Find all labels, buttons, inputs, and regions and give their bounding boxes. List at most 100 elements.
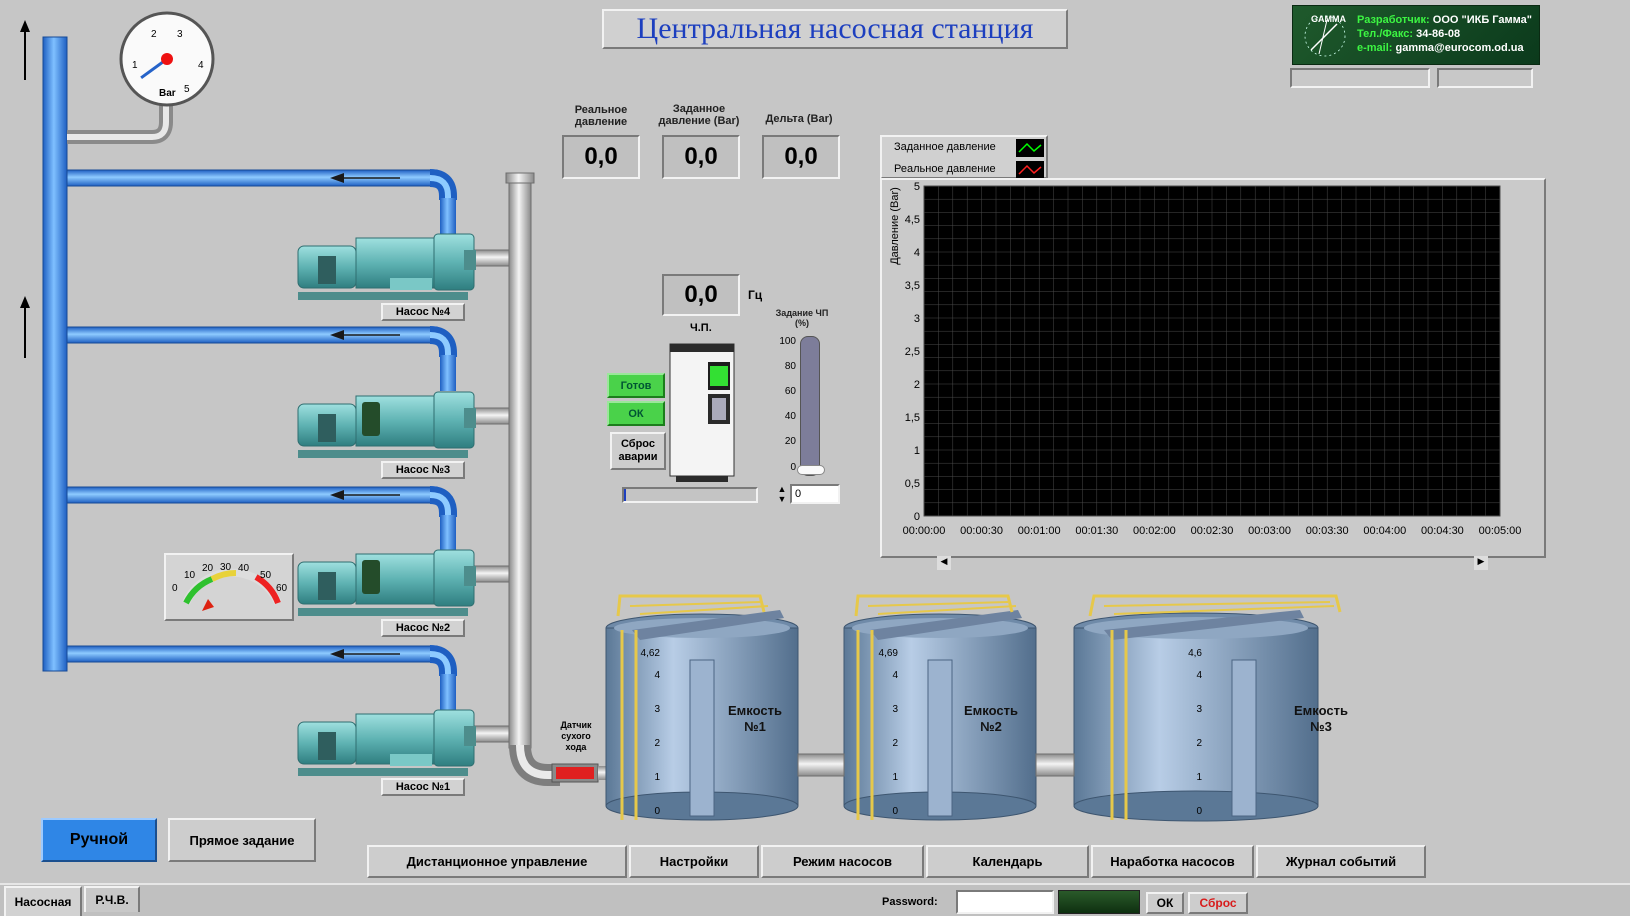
email-value: gamma@eurocom.od.ua <box>1395 42 1524 54</box>
vfd-frequency-unit: Гц <box>748 288 763 302</box>
y-tick-label: 0,5 <box>905 478 920 490</box>
gauge-tick: 4 <box>198 60 204 71</box>
x-tick-label: 00:03:00 <box>1248 525 1291 537</box>
tank-tick-label: 1 <box>654 772 660 783</box>
page-title: Центральная насосная станция <box>602 9 1068 49</box>
tank-tick-label: 3 <box>892 704 898 715</box>
x-tick-label: 00:01:30 <box>1075 525 1118 537</box>
delta-pressure-label: Дельта (Bar) <box>765 113 833 125</box>
speed-tick: 0 <box>172 583 178 594</box>
speed-meter: 0 10 20 30 40 50 60 <box>164 553 294 621</box>
phone-value: 34-86-08 <box>1416 28 1461 40</box>
vfd-ok-indicator: ОК <box>607 401 665 426</box>
x-tick-label: 00:02:00 <box>1133 525 1176 537</box>
password-input[interactable] <box>956 890 1054 914</box>
tank-tick-label: 2 <box>1196 738 1202 749</box>
tank-tick-label: 2 <box>654 738 660 749</box>
dry-run-sensor-label: Датчик сухого хода <box>560 720 592 752</box>
pump-2-icon <box>297 549 476 616</box>
slider-tick: 60 <box>784 386 796 397</box>
set-pressure-label: Заданное давление (Bar) <box>658 103 740 127</box>
slider-tick: 80 <box>784 361 796 372</box>
x-tick-label: 00:00:30 <box>960 525 1003 537</box>
nav-remote-control[interactable]: Дистанционное управление <box>367 845 627 878</box>
y-tick-label: 3,5 <box>905 280 920 292</box>
vfd-setpoint-slider[interactable] <box>797 336 825 476</box>
y-tick-label: 4 <box>914 247 920 259</box>
login-reset-button[interactable]: Сброс <box>1188 892 1248 914</box>
legend-set-pressure: Заданное давление <box>894 141 996 153</box>
tank-3-icon <box>1073 594 1342 822</box>
vfd-reset-button[interactable]: Сброс аварии <box>610 432 666 470</box>
gauge-tick: 5 <box>184 84 190 95</box>
tank-tick-label: 0 <box>892 806 898 817</box>
tab-pump-station[interactable]: Насосная <box>4 886 82 916</box>
x-tick-label: 00:00:00 <box>903 525 946 537</box>
x-tick-label: 00:01:00 <box>1018 525 1061 537</box>
status-field-2 <box>1437 68 1533 88</box>
x-tick-label: 00:03:30 <box>1306 525 1349 537</box>
vfd-ready-indicator: Готов <box>607 373 665 398</box>
tank-tick-label: 4 <box>1196 670 1202 681</box>
pump-3-label: Насос №3 <box>381 461 465 479</box>
vfd-setpoint-label: Задание ЧП (%) <box>775 308 829 328</box>
tab-rchv[interactable]: Р.Ч.В. <box>84 886 140 912</box>
legend-real-pressure-swatch-icon <box>1016 161 1044 179</box>
manual-mode-button[interactable]: Ручной <box>41 818 157 862</box>
nav-pump-mode[interactable]: Режим насосов <box>761 845 924 878</box>
developer-logo: GAMMA Разработчик: ООО "ИКБ Гамма" Тел./… <box>1292 5 1540 65</box>
login-ok-button[interactable]: ОК <box>1146 892 1184 914</box>
flow-up-arrow-1-icon <box>20 20 30 80</box>
pump-2-label: Насос №2 <box>381 619 465 637</box>
tank-1-icon <box>605 594 799 821</box>
set-pressure-value: 0,0 <box>662 135 740 179</box>
tank-max-label: 4,69 <box>878 648 898 659</box>
direct-setpoint-button[interactable]: Прямое задание <box>168 818 316 862</box>
tank-tick-label: 2 <box>892 738 898 749</box>
nav-pump-runtime[interactable]: Наработка насосов <box>1091 845 1254 878</box>
tank-tick-label: 1 <box>1196 772 1202 783</box>
speed-meter-scale-icon <box>182 568 282 611</box>
nav-calendar[interactable]: Календарь <box>926 845 1089 878</box>
nav-settings[interactable]: Настройки <box>629 845 759 878</box>
y-tick-label: 1,5 <box>905 412 920 424</box>
pressure-gauge: 1 2 3 4 5 Bar <box>119 11 215 107</box>
vfd-setpoint-input[interactable]: 0 <box>790 484 840 504</box>
setpoint-stepper-icon[interactable]: ▲▼ <box>777 484 787 504</box>
real-pressure-value: 0,0 <box>562 135 640 179</box>
speed-tick: 30 <box>220 562 232 573</box>
tank-tick-label: 4 <box>654 670 660 681</box>
chart-scroll-left-icon[interactable]: ◀ <box>937 556 951 570</box>
slider-thumb[interactable] <box>797 465 825 475</box>
x-tick-label: 00:02:30 <box>1191 525 1234 537</box>
speed-tick: 10 <box>184 570 196 581</box>
x-tick-label: 00:04:00 <box>1363 525 1406 537</box>
vfd-slider-scale: 100 80 60 40 20 0 <box>768 336 796 480</box>
dev-label: Разработчик: <box>1357 14 1430 26</box>
tank-tick-label: 4 <box>892 670 898 681</box>
speed-tick: 40 <box>238 563 250 574</box>
y-tick-label: 2,5 <box>905 346 920 358</box>
slider-tick: 20 <box>784 436 796 447</box>
pump-1-label: Насос №1 <box>381 778 465 796</box>
y-axis-label: Давление (Bar) <box>889 187 901 265</box>
x-tick-label: 00:04:30 <box>1421 525 1464 537</box>
y-tick-label: 0 <box>914 511 920 523</box>
chart-scroll-right-icon[interactable]: ▶ <box>1474 556 1488 570</box>
vfd-progress-fill <box>624 489 626 501</box>
vfd-progress-bar <box>622 487 758 503</box>
vfd-label: Ч.П. <box>690 322 712 334</box>
slider-tick: 0 <box>790 462 796 473</box>
tank-max-label: 4,6 <box>1188 648 1202 659</box>
legend-set-pressure-swatch-icon <box>1016 139 1044 157</box>
nav-event-log[interactable]: Журнал событий <box>1256 845 1426 878</box>
phone-label: Тел./Факс: <box>1357 28 1414 40</box>
status-field-1 <box>1290 68 1430 88</box>
